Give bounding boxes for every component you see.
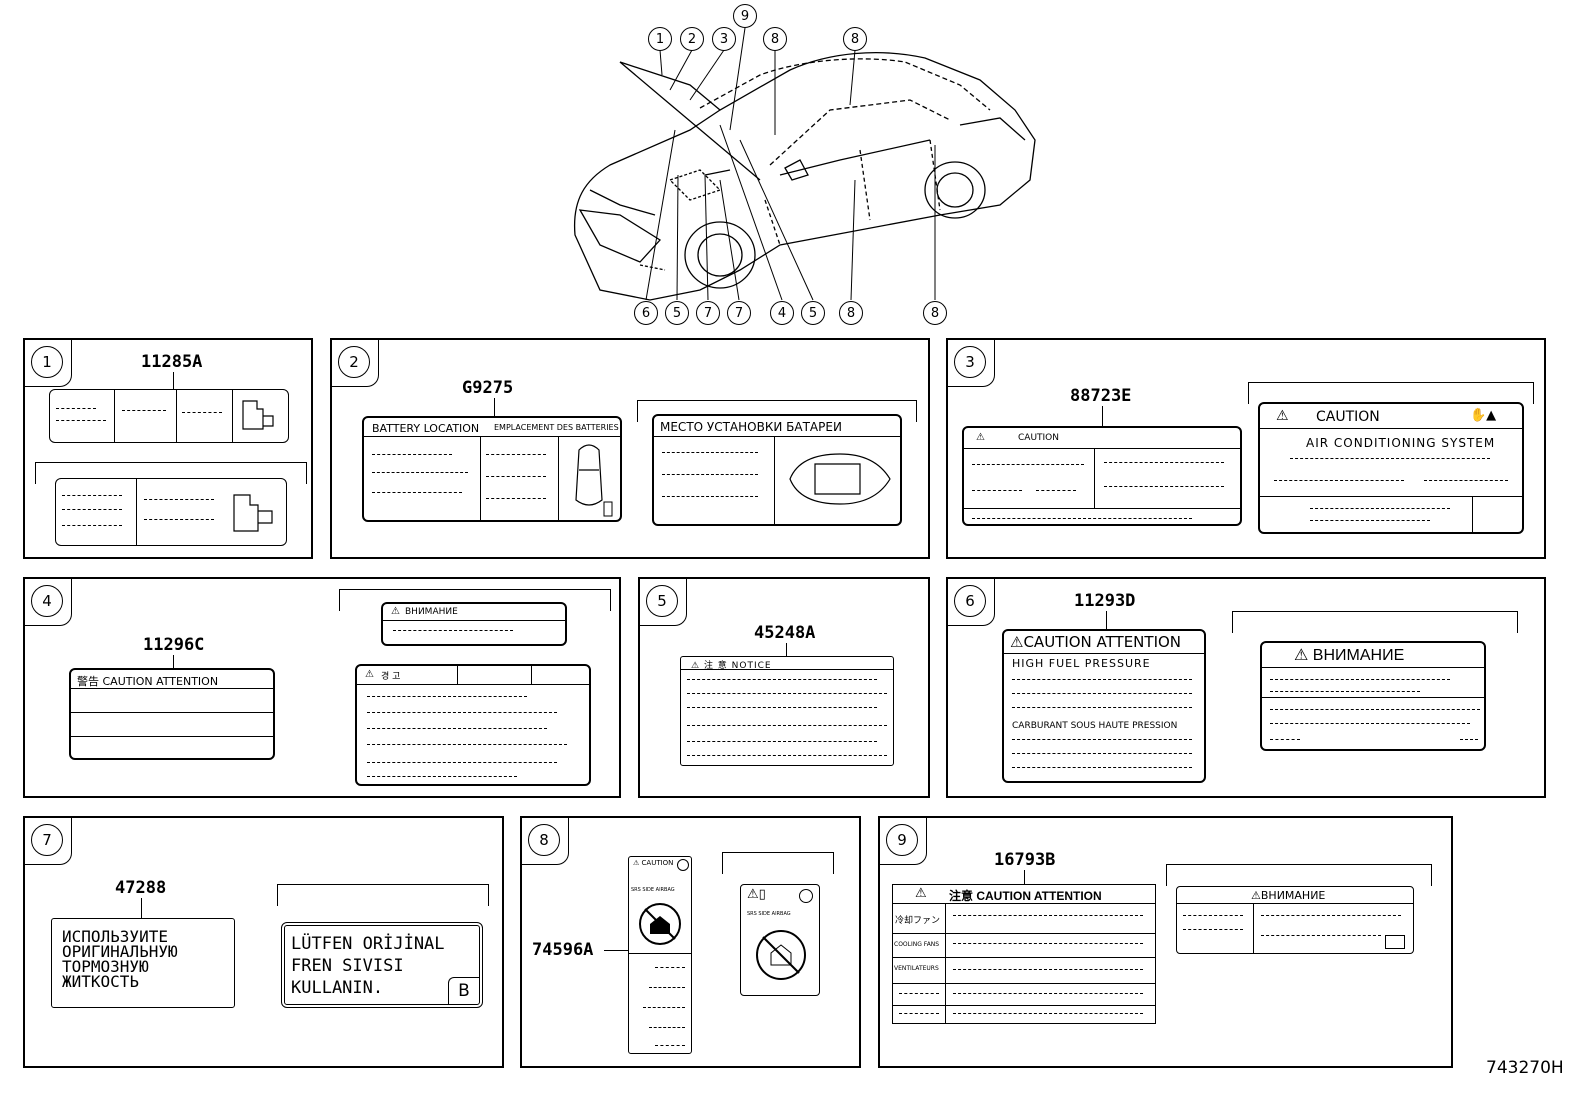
callout-1: 1 xyxy=(648,27,672,51)
callout-5a: 5 xyxy=(665,301,689,325)
label-6a: ⚠CAUTION ATTENTION HIGH FUEL PRESSURE CA… xyxy=(1002,629,1206,783)
panel-2: 2 G9275 BATTERY LOCATION EMPLACEMENT DES… xyxy=(330,338,930,559)
car-illustration xyxy=(573,27,1036,301)
part-number: 11296C xyxy=(143,635,205,655)
label-8b: ⚠▯ SRS SIDE AIRBAG xyxy=(740,884,820,996)
panel-number: 2 xyxy=(338,346,370,378)
label-7a: ИСПОЛЬЗУИТЕ ОРИГИНАЛЬНУЮ ТОРМОЗНУЮ ЖИТКО… xyxy=(51,918,235,1008)
panel-8: 8 74596A ⚠ CAUTION SRS SIDE AIRBAG ⚠▯ SR… xyxy=(520,816,861,1068)
label-2b: МЕСТО УСТАНОВКИ БАТАРЕИ xyxy=(652,414,902,526)
label-4c: ⚠ 경 고 xyxy=(355,664,591,786)
part-number: 45248A xyxy=(754,623,816,643)
label-1a xyxy=(49,389,289,443)
panel-number: 4 xyxy=(31,585,63,617)
callout-8c: 8 xyxy=(839,301,863,325)
panel-number: 1 xyxy=(31,346,63,378)
panel-number: 9 xyxy=(886,824,918,856)
label-9b: ⚠ВНИМАНИЕ xyxy=(1176,886,1414,954)
label-8a: ⚠ CAUTION SRS SIDE AIRBAG xyxy=(628,856,692,1054)
callout-7a: 7 xyxy=(696,301,720,325)
callout-6: 6 xyxy=(634,301,658,325)
part-number: 11285A xyxy=(141,352,203,372)
callout-3: 3 xyxy=(712,27,736,51)
label-7b: LÜTFEN ORİJİNAL FREN SIVISI KULLANIN. B xyxy=(281,922,483,1008)
panel-number: 3 xyxy=(954,346,986,378)
part-number: 16793B xyxy=(994,850,1056,870)
label-9a: ⚠ 注意 CAUTION ATTENTION 冷却ファン COOLING FAN… xyxy=(892,884,1156,1024)
callout-8d: 8 xyxy=(923,301,947,325)
callout-8a: 8 xyxy=(763,27,787,51)
label-5a: ⚠ 注 意 NOTICE xyxy=(680,656,894,766)
callout-7b: 7 xyxy=(727,301,751,325)
callout-5b: 5 xyxy=(801,301,825,325)
panel-number: 6 xyxy=(954,585,986,617)
panel-4: 4 11296C 警告 CAUTION ATTENTION ⚠ ВНИМАНИЕ… xyxy=(23,577,621,798)
diagram-code: 743270H xyxy=(1486,1058,1564,1078)
label-4b: ⚠ ВНИМАНИЕ xyxy=(381,602,567,646)
label-2a: BATTERY LOCATION EMPLACEMENT DES BATTERI… xyxy=(362,416,622,522)
panel-number: 7 xyxy=(31,824,63,856)
panel-3: 3 88723E ⚠ CAUTION ⚠ CAUTION ✋▲ AIR COND… xyxy=(946,338,1546,559)
panel-7: 7 47288 ИСПОЛЬЗУИТЕ ОРИГИНАЛЬНУЮ ТОРМОЗН… xyxy=(23,816,504,1068)
callout-8b: 8 xyxy=(843,27,867,51)
callout-4: 4 xyxy=(770,301,794,325)
label-6b: ⚠ ВНИМАНИЕ xyxy=(1260,641,1486,751)
label-4a: 警告 CAUTION ATTENTION xyxy=(69,668,275,760)
panel-9: 9 16793B ⚠ 注意 CAUTION ATTENTION 冷却ファン CO… xyxy=(878,816,1453,1068)
panel-1: 1 11285A xyxy=(23,338,313,559)
part-number: 47288 xyxy=(115,878,167,898)
label-badge: B xyxy=(448,977,479,1004)
panel-number: 5 xyxy=(646,585,678,617)
panel-number: 8 xyxy=(528,824,560,856)
panel-5: 5 45248A ⚠ 注 意 NOTICE xyxy=(638,577,930,798)
label-3b: ⚠ CAUTION ✋▲ AIR CONDITIONING SYSTEM xyxy=(1258,402,1524,534)
part-number: 74596A xyxy=(532,940,594,960)
callout-9: 9 xyxy=(733,4,757,28)
part-number: G9275 xyxy=(462,378,514,398)
label-1b xyxy=(55,478,287,546)
part-number: 11293D xyxy=(1074,591,1136,611)
callout-2: 2 xyxy=(680,27,704,51)
part-number: 88723E xyxy=(1070,386,1132,406)
label-3a: ⚠ CAUTION xyxy=(962,426,1242,526)
panel-6: 6 11293D ⚠CAUTION ATTENTION HIGH FUEL PR… xyxy=(946,577,1546,798)
